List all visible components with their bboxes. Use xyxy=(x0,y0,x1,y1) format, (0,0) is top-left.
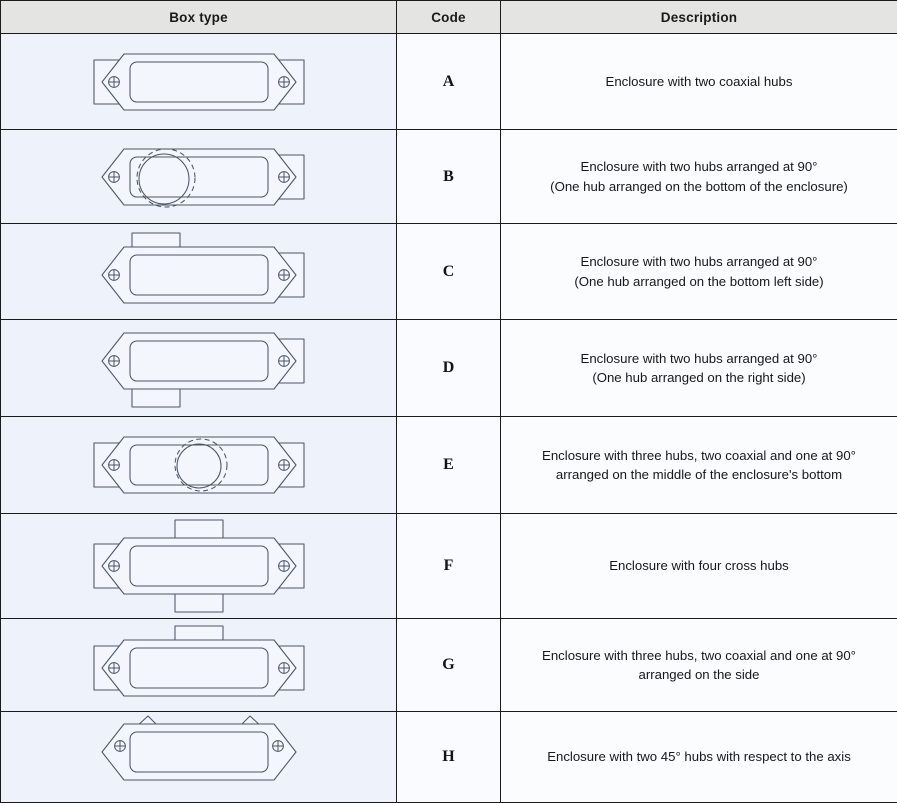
enclosure-two-coaxial-hubs-figure xyxy=(80,42,318,122)
header-row: Box type Code Description xyxy=(1,1,897,34)
description-line: (One hub arranged on the bottom left sid… xyxy=(501,272,897,291)
column-header-code: Code xyxy=(397,1,501,34)
table-row: F Enclosure with four cross hubs xyxy=(1,514,897,619)
description-line: Enclosure with three hubs, two coaxial a… xyxy=(501,446,897,465)
description-cell-d: Enclosure with two hubs arranged at 90° … xyxy=(501,320,897,417)
description-line: Enclosure with four cross hubs xyxy=(501,556,897,575)
enclosure-three-hubs-side-figure xyxy=(80,622,318,708)
enclosure-two-hubs-90-bottom-left-figure xyxy=(80,229,318,315)
column-header-description: Description xyxy=(501,1,897,34)
description-cell-f: Enclosure with four cross hubs xyxy=(501,514,897,619)
code-cell-f: F xyxy=(397,514,501,619)
table-row: A Enclosure with two coaxial hubs xyxy=(1,34,897,130)
box-figure-cell-h xyxy=(1,712,397,803)
column-header-box-type: Box type xyxy=(1,1,397,34)
description-line: (One hub arranged on the bottom of the e… xyxy=(501,177,897,196)
description-cell-e: Enclosure with three hubs, two coaxial a… xyxy=(501,417,897,514)
table-row: G Enclosure with three hubs, two coaxial… xyxy=(1,619,897,712)
table-row: D Enclosure with two hubs arranged at 90… xyxy=(1,320,897,417)
box-figure-cell-e xyxy=(1,417,397,514)
table-header: Box type Code Description xyxy=(1,1,897,34)
box-figure-cell-f xyxy=(1,514,397,619)
description-line: Enclosure with two 45° hubs with respect… xyxy=(501,747,897,766)
description-line: Enclosure with two hubs arranged at 90° xyxy=(501,252,897,271)
description-cell-g: Enclosure with three hubs, two coaxial a… xyxy=(501,619,897,712)
box-figure-cell-d xyxy=(1,320,397,417)
description-line: Enclosure with two coaxial hubs xyxy=(501,72,897,91)
box-figure-cell-a xyxy=(1,34,397,130)
enclosure-two-45-hubs-figure xyxy=(80,714,318,800)
description-cell-a: Enclosure with two coaxial hubs xyxy=(501,34,897,130)
enclosure-two-hubs-90-bottom-figure xyxy=(80,137,318,217)
description-line: arranged on the side xyxy=(501,665,897,684)
enclosure-four-cross-hubs-figure xyxy=(80,516,318,616)
code-cell-c: C xyxy=(397,224,501,320)
description-line: (One hub arranged on the right side) xyxy=(501,368,897,387)
description-line: Enclosure with two hubs arranged at 90° xyxy=(501,157,897,176)
table-body: A Enclosure with two coaxial hubs xyxy=(1,34,897,803)
table-row: C Enclosure with two hubs arranged at 90… xyxy=(1,224,897,320)
enclosure-three-hubs-middle-bottom-figure xyxy=(80,425,318,505)
enclosure-two-hubs-90-right-figure xyxy=(80,325,318,411)
table-row: B Enclosure with two hubs arranged at 90… xyxy=(1,130,897,224)
description-line: arranged on the middle of the enclosure'… xyxy=(501,465,897,484)
description-cell-c: Enclosure with two hubs arranged at 90° … xyxy=(501,224,897,320)
box-figure-cell-g xyxy=(1,619,397,712)
code-cell-a: A xyxy=(397,34,501,130)
description-line: Enclosure with three hubs, two coaxial a… xyxy=(501,646,897,665)
box-figure-cell-b xyxy=(1,130,397,224)
code-cell-e: E xyxy=(397,417,501,514)
table-row: E Enclosure with three hubs, two coaxial… xyxy=(1,417,897,514)
code-cell-g: G xyxy=(397,619,501,712)
description-cell-h: Enclosure with two 45° hubs with respect… xyxy=(501,712,897,803)
table-row: H Enclosure with two 45° hubs with respe… xyxy=(1,712,897,803)
code-cell-b: B xyxy=(397,130,501,224)
code-cell-h: H xyxy=(397,712,501,803)
code-cell-d: D xyxy=(397,320,501,417)
description-line: Enclosure with two hubs arranged at 90° xyxy=(501,349,897,368)
box-figure-cell-c xyxy=(1,224,397,320)
description-cell-b: Enclosure with two hubs arranged at 90° … xyxy=(501,130,897,224)
